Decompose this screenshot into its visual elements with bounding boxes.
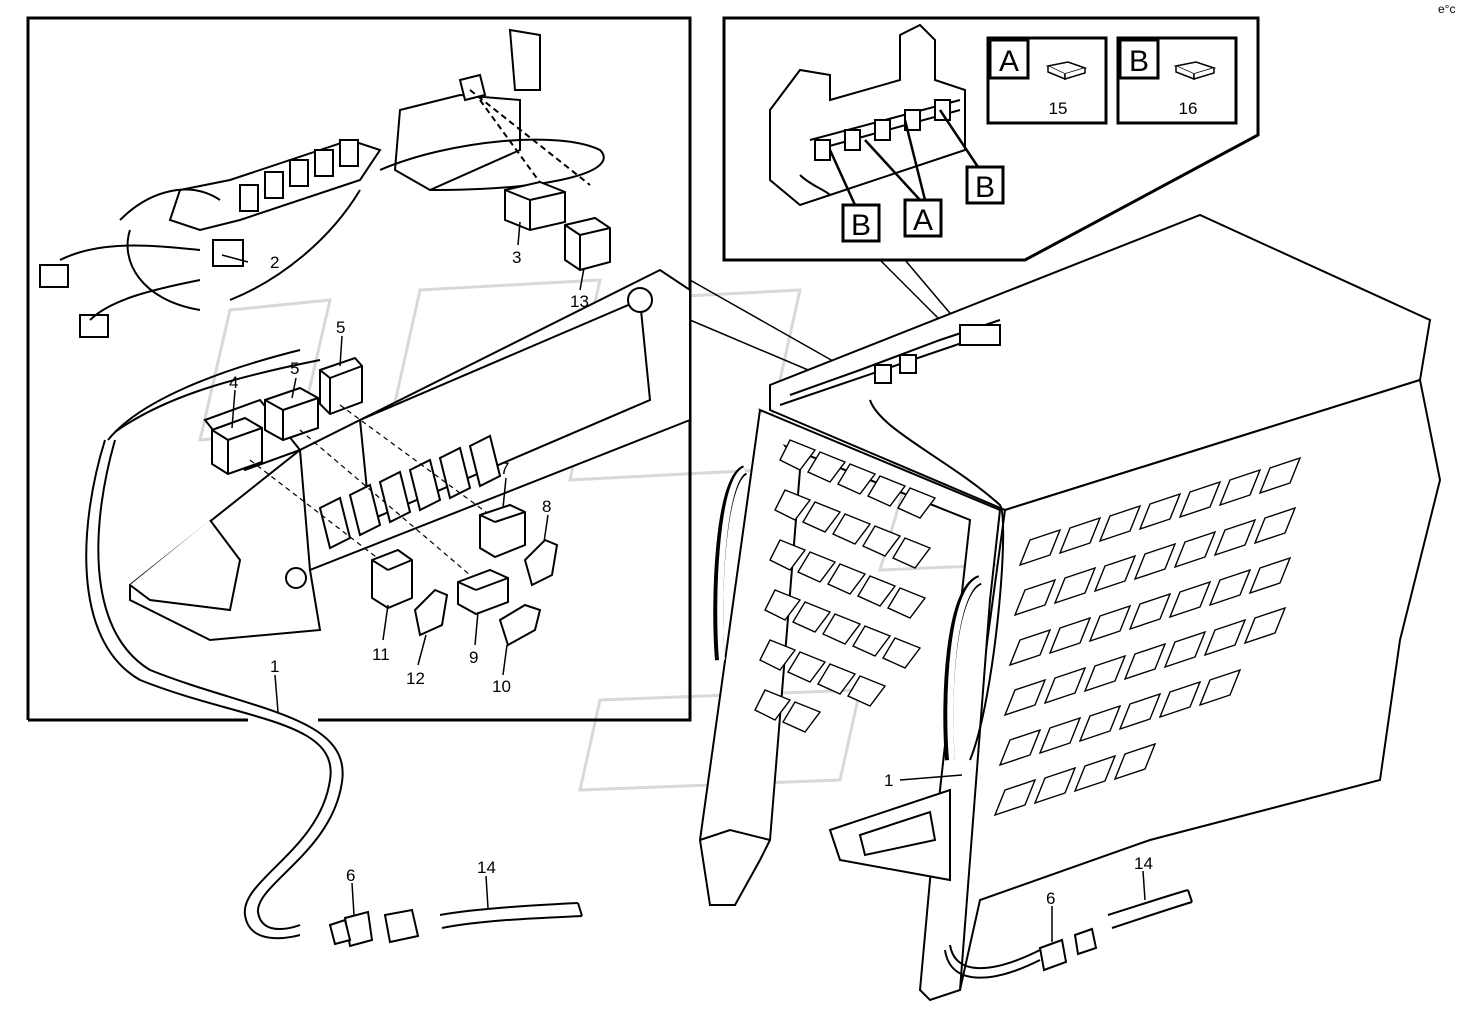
fuse-legend-b: B 16	[1116, 36, 1238, 125]
callout-14a: 14	[477, 858, 496, 877]
detail-frame-left	[26, 16, 692, 722]
marker-b-right: B	[965, 165, 1005, 205]
fuse-legend-a: A 15	[986, 36, 1108, 125]
callout-5b: 5	[336, 318, 345, 337]
relay-13	[564, 216, 611, 272]
callout-1b: 1	[884, 771, 893, 790]
svg-text:B: B	[851, 209, 871, 242]
harness-14-right	[1107, 889, 1193, 929]
callout-4: 4	[229, 373, 238, 392]
svg-text:B: B	[1129, 45, 1149, 78]
harness-14-left	[439, 902, 583, 929]
callout-8: 8	[542, 497, 551, 516]
corner-mark: e°c	[1438, 2, 1455, 16]
svg-text:A: A	[999, 45, 1019, 78]
svg-text:16: 16	[1179, 99, 1198, 118]
relay-3	[504, 180, 566, 232]
callout-numbers: 2 3 13 4 5 5 7 8 9 10 11 12 1 6 14 1 6 1…	[229, 248, 1153, 908]
callout-12: 12	[406, 669, 425, 688]
switch-cover-12	[413, 588, 449, 637]
switch-9	[457, 568, 509, 616]
switch-11	[371, 548, 413, 610]
harness-1-left	[85, 349, 344, 940]
connector-5a	[264, 386, 319, 442]
callout-7: 7	[500, 459, 509, 478]
alignment-lines	[249, 404, 491, 576]
callout-3: 3	[512, 248, 521, 267]
callout-2: 2	[270, 253, 279, 272]
switch-cover-10	[498, 603, 542, 647]
connector-6-left	[328, 908, 420, 948]
connector-6-right	[1038, 927, 1098, 972]
svg-text:B: B	[975, 171, 995, 204]
upper-harness-assembly	[39, 28, 605, 338]
fuse-box-drawing	[769, 23, 966, 207]
cab-grille-left	[754, 439, 937, 733]
connector-4	[211, 416, 263, 476]
fuse-inset-frame	[722, 16, 1260, 262]
switch-7	[479, 503, 526, 559]
switch-cover-8	[523, 538, 559, 587]
callout-6a: 6	[346, 866, 355, 885]
callout-1: 1	[270, 657, 279, 676]
callout-13: 13	[570, 292, 589, 311]
fuse-markers-leaders	[828, 109, 982, 206]
marker-a-mid: A	[903, 198, 943, 238]
callout-11: 11	[372, 645, 390, 664]
callout-9: 9	[469, 648, 478, 667]
connector-5b	[319, 356, 363, 416]
marker-b-left: B	[841, 203, 881, 243]
callout-14b: 14	[1134, 854, 1153, 873]
callout-leaders	[221, 221, 1146, 942]
callout-6b: 6	[1046, 889, 1055, 908]
callout-10: 10	[492, 677, 511, 696]
callout-5a: 5	[290, 359, 299, 378]
svg-text:15: 15	[1049, 99, 1068, 118]
harness-cab-lower	[944, 944, 1041, 979]
svg-text:A: A	[913, 204, 933, 237]
switch-panel	[129, 268, 691, 642]
cab-grille-right	[993, 456, 1302, 817]
